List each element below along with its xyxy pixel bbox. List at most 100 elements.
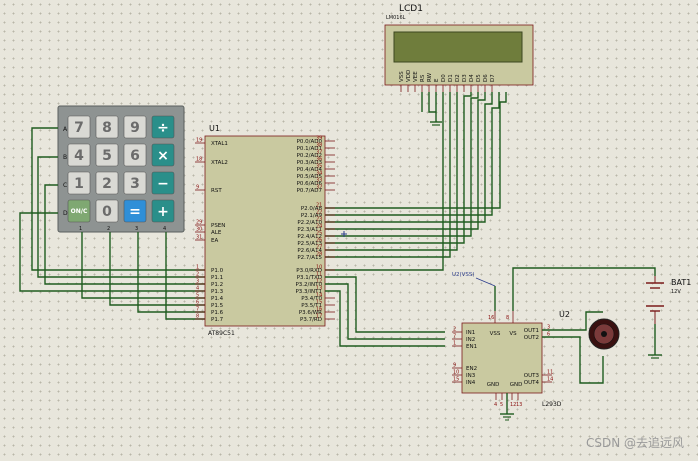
driver-pin-number: 15 <box>453 377 459 383</box>
lcd-ref-label: LCD1 <box>399 4 423 14</box>
lcd-pin-label: E <box>434 78 440 82</box>
driver-pin-name: OUT4 <box>524 380 540 386</box>
mcu-pin-name: P1.0 <box>211 268 224 274</box>
keypad-key[interactable] <box>95 199 119 223</box>
keypad-key[interactable] <box>151 143 175 167</box>
mcu-pin-name: P3.7/RD <box>300 317 322 323</box>
mcu-body <box>204 135 326 327</box>
mcu-pin-number: 14 <box>316 293 322 299</box>
mcu-pin-number: 1 <box>196 265 199 271</box>
lcd-pin-label: VSS <box>399 71 405 82</box>
battery-component[interactable]: BAT1 12V <box>646 276 691 324</box>
driver-pin-number: 4 <box>494 402 497 408</box>
mcu-pin-number: 21 <box>316 203 322 209</box>
driver-pin-name: VS <box>509 331 517 337</box>
mcu-pin-name: P3.0/RXD <box>296 268 322 274</box>
lcd-pin-label: VDD <box>406 70 412 82</box>
keypad-key[interactable] <box>151 199 175 223</box>
keypad-key[interactable] <box>67 171 91 195</box>
driver-pin-number: 16 <box>488 315 494 321</box>
driver-component[interactable]: U2 L293D 2IN17IN21EN19EN210IN315IN43OUT1… <box>452 272 570 408</box>
driver-pin-name: GND <box>487 382 500 388</box>
mcu-pin-number: 5 <box>196 293 199 299</box>
mcu-pin-name: P0.5/AD5 <box>297 174 323 180</box>
driver-pin-number: 10 <box>453 370 459 376</box>
mcu-pin-name: P3.6/WR <box>299 310 322 316</box>
keypad-key[interactable] <box>67 143 91 167</box>
mcu-pin-name: P2.7/A15 <box>297 255 322 261</box>
mcu-pin-number: 26 <box>316 238 322 244</box>
mcu-pin-name: P0.6/AD6 <box>297 181 323 187</box>
driver-pin-number: 8 <box>506 315 509 321</box>
driver-ground <box>500 413 514 421</box>
keypad-key[interactable] <box>123 171 147 195</box>
mcu-pin-name: P1.2 <box>211 282 223 288</box>
keypad-key[interactable] <box>151 115 175 139</box>
mcu-pin-name: P3.1/TXD <box>297 275 322 281</box>
mcu-part-label: AT89C51 <box>208 330 235 337</box>
mcu-pin-number: 11 <box>316 272 322 278</box>
mcu-pin-number: 10 <box>316 265 322 271</box>
mcu-pin-name: PSEN <box>211 223 225 229</box>
driver-body <box>461 322 543 394</box>
mcu-pin-name: P0.2/AD2 <box>297 153 322 159</box>
keypad-key-label: ÷ <box>157 120 169 136</box>
lcd-pin-label: D5 <box>476 74 482 82</box>
mcu-pin-name: P2.1/A9 <box>301 213 323 219</box>
keypad-key-label: 5 <box>102 148 112 164</box>
keypad-key-label: 7 <box>74 120 84 136</box>
mcu-pin-number: 37 <box>316 150 322 156</box>
mcu-pin-number: 3 <box>196 279 199 285</box>
keypad-key[interactable] <box>95 115 119 139</box>
mcu-pin-name: P2.4/A12 <box>297 234 322 240</box>
keypad-key[interactable] <box>123 115 147 139</box>
driver-pin-name: IN4 <box>466 380 476 386</box>
mcu-pin-name: P0.4/AD4 <box>297 167 323 173</box>
keypad-row-label: D <box>63 210 68 217</box>
keypad-key[interactable] <box>123 199 147 223</box>
driver-pin-number: 12 <box>510 402 516 408</box>
watermark: CSDN @去追远风 <box>585 436 684 450</box>
driver-pin-name: GND <box>510 382 523 388</box>
mcu-pin-name: P1.3 <box>211 289 224 295</box>
mcu-pin-number: 38 <box>316 143 322 149</box>
keypad-key[interactable] <box>123 143 147 167</box>
keypad-key[interactable] <box>95 143 119 167</box>
mcu-pin-name: EA <box>211 238 218 244</box>
lcd-pin-label: D2 <box>455 74 461 82</box>
keypad-key-label: 2 <box>102 176 112 192</box>
mcu-pin-name: P2.5/A13 <box>297 241 322 247</box>
mcu-pin-number: 17 <box>316 314 322 320</box>
mcu-pin-number: 9 <box>196 185 199 191</box>
keypad-key[interactable] <box>151 171 175 195</box>
keypad-row-label: C <box>63 182 67 189</box>
keypad-col-label: 2 <box>107 226 110 232</box>
mcu-pin-number: 34 <box>316 171 322 177</box>
mcu-component[interactable]: U1 AT89C51 19XTAL118XTAL29RST29PSEN30ALE… <box>195 124 335 337</box>
driver-pin-name: EN1 <box>466 344 477 350</box>
keypad-key-label: + <box>157 204 169 220</box>
lcd-pin-label: D0 <box>441 74 447 82</box>
driver-pin-number: 9 <box>453 363 456 369</box>
keypad-wires <box>19 127 205 320</box>
keypad-key[interactable] <box>67 115 91 139</box>
mcu-pin-number: 19 <box>196 138 202 144</box>
mcu-pin-number: 32 <box>316 185 322 191</box>
driver-pin-name: IN2 <box>466 337 475 343</box>
motor-component[interactable] <box>588 318 620 350</box>
driver-pin-number: 11 <box>547 370 553 376</box>
mcu-pin-name: P0.1/AD1 <box>297 146 322 152</box>
battery-value-label: 12V <box>671 289 681 295</box>
keypad-key[interactable] <box>67 199 91 223</box>
keypad-key[interactable] <box>95 171 119 195</box>
mcu-pin-number: 36 <box>316 157 322 163</box>
keypad-key-label: 9 <box>130 120 140 136</box>
mcu-pin-name: P3.3/INT1 <box>295 289 322 295</box>
mcu-pin-name: P2.6/A14 <box>297 248 322 254</box>
